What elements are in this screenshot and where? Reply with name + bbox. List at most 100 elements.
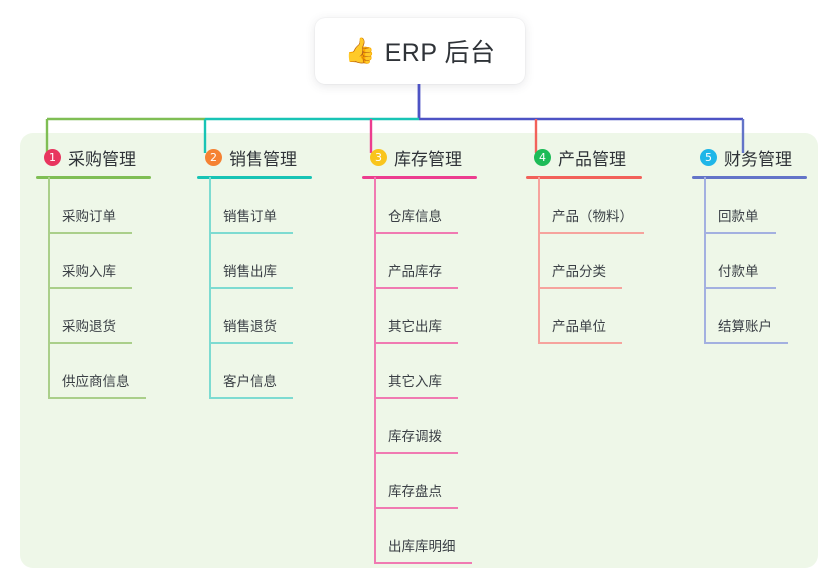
branch-item[interactable]: 仓库信息 <box>362 179 477 234</box>
branch-header-3[interactable]: 3 库存管理 <box>362 144 477 170</box>
branch-item-label: 库存盘点 <box>388 484 442 499</box>
branch-item[interactable]: 采购退货 <box>36 289 151 344</box>
branch-item-label: 采购退货 <box>62 319 116 334</box>
branch-title: 库存管理 <box>394 149 462 169</box>
branch-spine-4 <box>538 177 540 342</box>
branch-spine-5 <box>704 177 706 342</box>
branch-number-badge: 1 <box>44 148 61 166</box>
branch-item-label: 其它入库 <box>388 374 442 389</box>
branch-item[interactable]: 供应商信息 <box>36 344 151 399</box>
branch-column-5: 5 财务管理回款单付款单结算账户 <box>692 144 807 344</box>
branch-header-underline <box>197 176 312 179</box>
branch-item-underline <box>704 342 788 344</box>
branch-item-underline <box>48 287 132 289</box>
branch-item[interactable]: 销售订单 <box>197 179 312 234</box>
branch-item-label: 供应商信息 <box>62 374 130 389</box>
branch-item[interactable]: 销售退货 <box>197 289 312 344</box>
branch-item[interactable]: 产品库存 <box>362 234 477 289</box>
thumbs-up-icon: 👍 <box>344 36 376 65</box>
branch-item-underline <box>538 232 644 234</box>
branch-title: 财务管理 <box>724 149 792 169</box>
branch-number-badge: 2 <box>205 148 222 166</box>
branch-item-label: 产品分类 <box>552 264 606 279</box>
branch-item-label: 采购入库 <box>62 264 116 279</box>
branch-item-underline <box>48 342 132 344</box>
root-node-card[interactable]: 👍 ERP 后台 <box>315 18 525 84</box>
branch-item-list: 仓库信息产品库存其它出库其它入库库存调拨库存盘点出库库明细 <box>362 179 477 564</box>
branch-title: 采购管理 <box>68 149 136 169</box>
branch-item[interactable]: 采购订单 <box>36 179 151 234</box>
branch-header-underline <box>526 176 642 179</box>
branch-spine-3 <box>374 177 376 562</box>
branch-column-3: 3 库存管理仓库信息产品库存其它出库其它入库库存调拨库存盘点出库库明细 <box>362 144 477 564</box>
branch-item-underline <box>704 287 776 289</box>
branch-item[interactable]: 产品分类 <box>526 234 642 289</box>
branch-number-badge: 5 <box>700 148 717 166</box>
branch-item[interactable]: 库存盘点 <box>362 454 477 509</box>
branch-item[interactable]: 产品（物料） <box>526 179 644 234</box>
branch-item-list: 采购订单采购入库采购退货供应商信息 <box>36 179 151 399</box>
branch-item[interactable]: 客户信息 <box>197 344 312 399</box>
branch-item-underline <box>209 287 293 289</box>
branch-header-underline <box>362 176 477 179</box>
branch-item[interactable]: 销售出库 <box>197 234 312 289</box>
branch-header-underline <box>36 176 151 179</box>
branch-item-label: 客户信息 <box>223 374 277 389</box>
branch-item-list: 销售订单销售出库销售退货客户信息 <box>197 179 312 399</box>
branch-item-underline <box>374 507 458 509</box>
branch-item-underline <box>374 287 458 289</box>
branch-item-underline <box>48 397 146 399</box>
branch-item-underline <box>374 452 458 454</box>
branch-item-label: 付款单 <box>718 264 759 279</box>
branch-item[interactable]: 库存调拨 <box>362 399 477 454</box>
branch-header-underline <box>692 176 807 179</box>
branch-item-underline <box>374 562 472 564</box>
branch-item-underline <box>209 397 293 399</box>
branch-item[interactable]: 回款单 <box>692 179 807 234</box>
branch-item-label: 产品库存 <box>388 264 442 279</box>
branch-item-underline <box>374 397 458 399</box>
branch-number-badge: 4 <box>534 148 551 166</box>
branch-item-underline <box>538 342 622 344</box>
branch-item-label: 产品（物料） <box>552 209 633 224</box>
branch-spine-1 <box>48 177 50 397</box>
branch-item-underline <box>48 232 132 234</box>
branch-item[interactable]: 出库库明细 <box>362 509 477 564</box>
branch-item-underline <box>209 232 293 234</box>
branch-number-badge: 3 <box>370 148 387 166</box>
branch-item-label: 销售订单 <box>223 209 277 224</box>
branch-item-label: 产品单位 <box>552 319 606 334</box>
branch-item-label: 销售出库 <box>223 264 277 279</box>
branch-item-label: 仓库信息 <box>388 209 442 224</box>
branch-header-1[interactable]: 1 采购管理 <box>36 144 151 170</box>
branch-item[interactable]: 产品单位 <box>526 289 642 344</box>
branch-item-label: 库存调拨 <box>388 429 442 444</box>
branch-item-label: 回款单 <box>718 209 759 224</box>
branch-item[interactable]: 付款单 <box>692 234 807 289</box>
branch-item-label: 其它出库 <box>388 319 442 334</box>
branch-item-label: 采购订单 <box>62 209 116 224</box>
branch-header-5[interactable]: 5 财务管理 <box>692 144 807 170</box>
branch-item-underline <box>374 232 458 234</box>
root-node-title: ERP 后台 <box>384 39 496 67</box>
branch-item-underline <box>374 342 458 344</box>
branch-item-list: 产品（物料） 产品分类产品单位 <box>526 179 644 344</box>
branch-item-label: 结算账户 <box>718 319 772 334</box>
branch-item-list: 回款单付款单结算账户 <box>692 179 807 344</box>
branch-column-4: 4 产品管理产品（物料） 产品分类产品单位 <box>526 144 644 344</box>
branch-item-underline <box>704 232 776 234</box>
branch-title: 产品管理 <box>558 149 626 169</box>
branch-header-4[interactable]: 4 产品管理 <box>526 144 642 170</box>
branches-panel <box>20 133 818 568</box>
branch-item[interactable]: 其它出库 <box>362 289 477 344</box>
branch-item-label: 销售退货 <box>223 319 277 334</box>
branch-spine-2 <box>209 177 211 397</box>
branch-item[interactable]: 其它入库 <box>362 344 477 399</box>
branch-item[interactable]: 结算账户 <box>692 289 807 344</box>
branch-item-label: 出库库明细 <box>388 539 456 554</box>
branch-item[interactable]: 采购入库 <box>36 234 151 289</box>
branch-item-underline <box>538 287 622 289</box>
